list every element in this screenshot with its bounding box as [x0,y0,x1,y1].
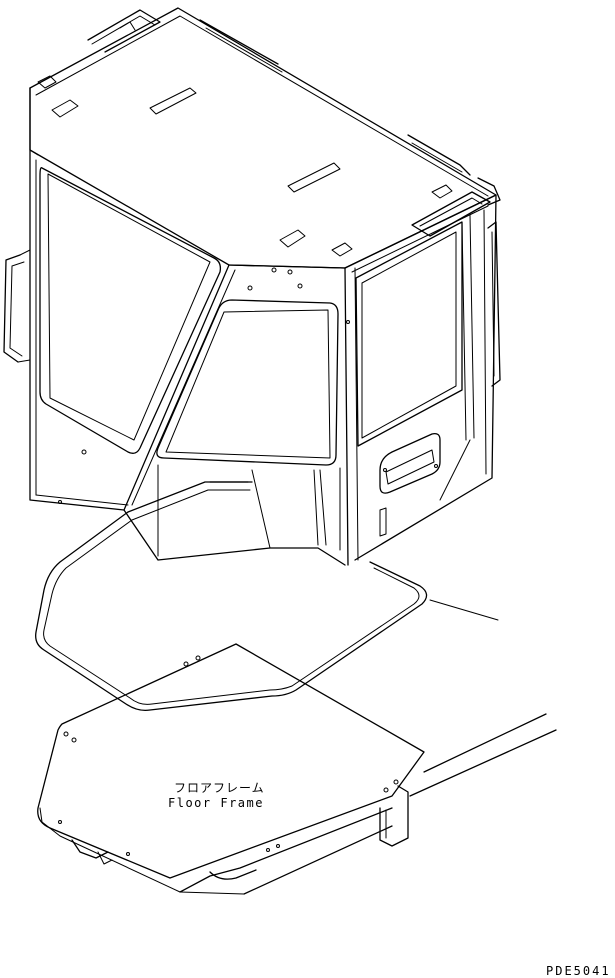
chassis-rail [179,713,557,895]
roof-handrail-front [411,177,501,237]
cab-left-panel [29,87,346,566]
cab-front-panel [344,194,497,561]
drawing-code: PDE5041 [546,964,611,978]
floor-frame-label-en: Floor Frame [168,796,264,810]
side-handrail-right [487,221,501,387]
floor-frame-label-jp: フロアフレーム [174,781,265,795]
floor-frame-plate [37,643,425,893]
side-handrail-left [3,249,31,363]
roof-handrail-rear [87,9,161,53]
floor-frame-mounts [71,785,409,880]
roof-handrail-side [199,19,471,176]
cab-door-panel [123,264,350,566]
floor-seal-gasket [35,481,499,712]
